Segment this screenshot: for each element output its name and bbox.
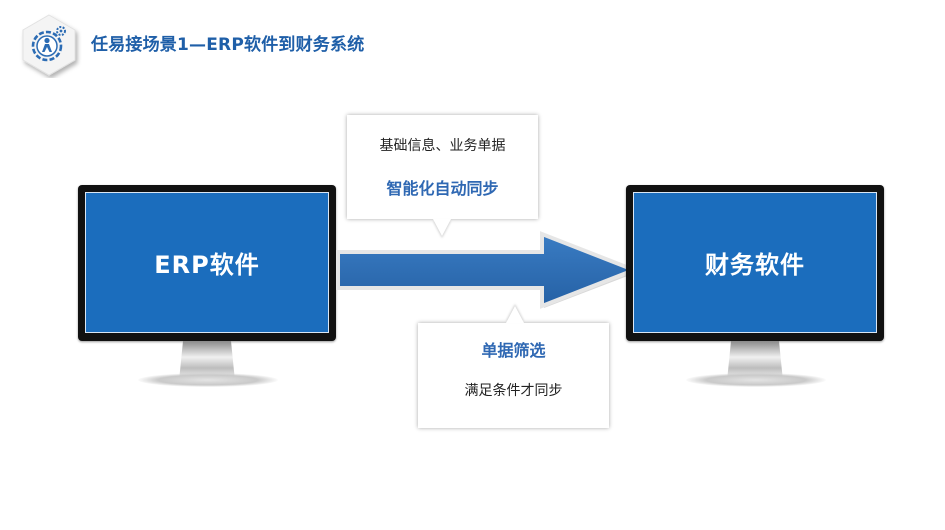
sync-callout: 基础信息、业务单据 智能化自动同步 bbox=[347, 115, 538, 236]
auto-sync-text: 智能化自动同步 bbox=[386, 179, 499, 198]
monitor-stand bbox=[727, 341, 783, 377]
erp-monitor: ERP软件 bbox=[78, 185, 338, 395]
document-filter-text: 单据筛选 bbox=[481, 341, 546, 360]
monitor-bezel: ERP软件 bbox=[78, 185, 336, 341]
monitor-screen: ERP软件 bbox=[85, 192, 329, 333]
monitor-screen: 财务软件 bbox=[633, 192, 877, 333]
finance-monitor: 财务软件 bbox=[626, 185, 886, 395]
finance-software-label: 财务软件 bbox=[705, 251, 805, 279]
person-gear-icon bbox=[16, 12, 82, 78]
filter-callout: 单据筛选 满足条件才同步 bbox=[418, 306, 609, 428]
sync-scope-text: 基础信息、业务单据 bbox=[379, 138, 506, 154]
monitor-base bbox=[138, 373, 278, 387]
erp-software-label: ERP软件 bbox=[154, 251, 260, 279]
callout-pointer bbox=[506, 306, 524, 323]
callout-pointer bbox=[433, 219, 451, 236]
monitor-base bbox=[686, 373, 826, 387]
flow-arrow bbox=[334, 230, 640, 310]
monitor-stand bbox=[179, 341, 235, 377]
monitor-bezel: 财务软件 bbox=[626, 185, 884, 341]
condition-sync-text: 满足条件才同步 bbox=[464, 383, 563, 399]
page-title: 任易接场景1—ERP软件到财务系统 bbox=[91, 35, 365, 55]
